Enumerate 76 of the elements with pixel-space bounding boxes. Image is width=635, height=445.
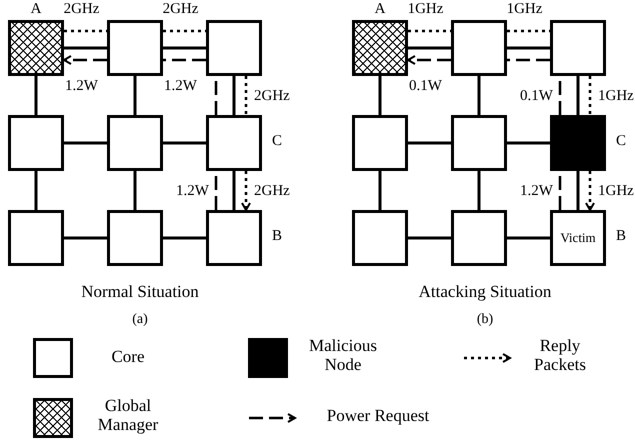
link-line <box>408 236 451 240</box>
edge-label: 1.2W <box>520 182 553 199</box>
panel-caption: Attacking Situation <box>418 283 552 302</box>
edge-label: 1GHz <box>598 88 634 104</box>
link-line <box>64 142 107 144</box>
node-letter: B <box>616 228 626 244</box>
core-box <box>352 115 408 171</box>
link-line <box>34 171 38 210</box>
core-box <box>8 115 64 171</box>
edge-label: 1.2W <box>65 78 98 94</box>
core-box <box>352 210 408 266</box>
arrow <box>63 55 107 65</box>
link-line <box>232 171 236 210</box>
link-line <box>408 142 451 144</box>
core-box <box>550 210 606 266</box>
link-line <box>34 76 38 115</box>
edge-label: 1GHz <box>598 182 634 199</box>
link-line <box>64 236 107 240</box>
edge-label: 2GHz <box>162 1 198 18</box>
edge-label: 1.2W <box>164 78 197 94</box>
link-line <box>163 46 206 50</box>
malicious-node-box <box>550 115 606 171</box>
core-box <box>107 20 163 76</box>
node-letter: C <box>272 133 282 150</box>
core-box <box>107 210 163 266</box>
legend-label: Global Manager <box>96 397 160 434</box>
link-line <box>64 46 107 50</box>
legend-label: Power Request <box>326 407 430 426</box>
core-box <box>206 115 262 171</box>
link-line <box>134 171 136 210</box>
link-line <box>576 76 580 115</box>
link-line <box>507 142 550 144</box>
core-box <box>451 20 507 76</box>
global-manager-box <box>8 20 64 76</box>
core-box <box>451 115 507 171</box>
node-letter: A <box>374 1 386 18</box>
node-label: Victim <box>560 230 596 246</box>
edge-label: 1GHz <box>506 1 542 18</box>
edge-label: 2GHz <box>64 1 100 18</box>
legend-label: Reply Packets <box>533 337 587 374</box>
link-line <box>134 76 136 115</box>
panel-label: (a) <box>132 312 148 328</box>
node-letter: C <box>616 133 626 150</box>
global-manager-box <box>352 20 408 76</box>
link-line <box>163 142 206 144</box>
edge-label: 1.2W <box>176 182 209 199</box>
core-box <box>550 20 606 76</box>
panel-label: (b) <box>476 312 494 328</box>
link-line <box>163 236 206 240</box>
edge-label: 2GHz <box>254 182 290 199</box>
edge-label: 0.1W <box>520 88 553 104</box>
core-box <box>107 115 163 171</box>
node-letter: B <box>272 228 282 244</box>
link-line <box>378 76 382 115</box>
link-line <box>507 236 550 240</box>
link-line <box>576 171 580 210</box>
panel-caption: Normal Situation <box>81 283 199 302</box>
arrow <box>241 171 251 211</box>
link-line <box>478 171 480 210</box>
core-box <box>8 210 64 266</box>
core-box <box>206 210 262 266</box>
edge-label: 2GHz <box>254 88 290 104</box>
link-line <box>378 171 382 210</box>
node-letter: A <box>30 1 42 18</box>
core-box <box>206 20 262 76</box>
arrow <box>585 171 595 211</box>
link-line <box>478 76 480 115</box>
edge-label: 1GHz <box>408 1 444 18</box>
link-line <box>507 46 550 50</box>
core-box <box>451 210 507 266</box>
link-line <box>408 46 451 50</box>
link-line <box>232 76 236 115</box>
legend-label: Core <box>110 348 146 367</box>
edge-label: 0.1W <box>409 78 442 94</box>
arrow <box>407 55 451 65</box>
legend-label: Malicious Node <box>308 337 378 374</box>
